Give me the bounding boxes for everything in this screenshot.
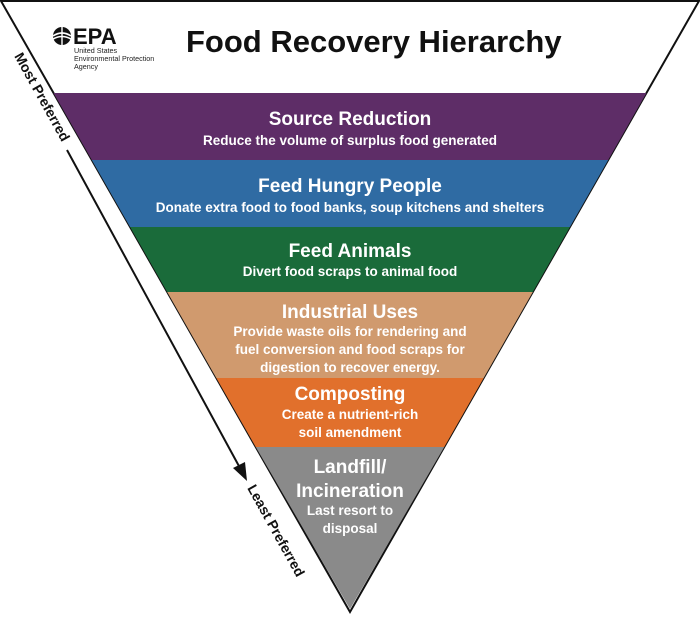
epa-agency-line-1: United States <box>74 46 118 55</box>
level-description-composting: soil amendment <box>299 425 402 440</box>
preference-arrow <box>66 149 247 481</box>
epa-agency-line-2: Environmental Protection <box>74 54 154 63</box>
level-description-industrial-uses: Provide waste oils for rendering and <box>233 324 466 339</box>
level-title-landfill-incineration: Incineration <box>296 481 404 502</box>
epa-flower-icon <box>52 27 72 45</box>
level-description-feed-animals: Divert food scraps to animal food <box>243 264 458 279</box>
page-title: Food Recovery Hierarchy <box>186 24 562 59</box>
epa-logo-name: EPA <box>73 24 117 49</box>
level-title-feed-hungry-people: Feed Hungry People <box>258 176 442 197</box>
level-description-source-reduction: Reduce the volume of surplus food genera… <box>203 133 497 148</box>
level-band-industrial-uses <box>167 292 533 378</box>
level-band-feed-hungry-people <box>91 160 609 227</box>
level-title-industrial-uses: Industrial Uses <box>282 302 418 323</box>
level-band-composting <box>216 378 484 447</box>
preference-arrow-line <box>66 149 241 469</box>
level-title-source-reduction: Source Reduction <box>269 109 432 130</box>
epa-agency-line-3: Agency <box>74 62 98 71</box>
level-description-feed-hungry-people: Donate extra food to food banks, soup ki… <box>156 200 545 215</box>
level-title-composting: Composting <box>295 384 406 405</box>
level-title-landfill-incineration: Landfill/ <box>314 457 388 478</box>
level-band-feed-animals <box>130 227 570 292</box>
level-description-industrial-uses: fuel conversion and food scraps for <box>235 342 465 357</box>
level-band-source-reduction <box>53 93 647 160</box>
level-description-landfill-incineration: disposal <box>323 521 378 536</box>
level-band-landfill-incineration <box>255 447 445 609</box>
level-description-industrial-uses: digestion to recover energy. <box>260 360 440 375</box>
level-description-composting: Create a nutrient-rich <box>282 407 419 422</box>
level-title-feed-animals: Feed Animals <box>289 241 412 262</box>
preference-arrowhead-icon <box>233 462 247 481</box>
epa-logo: EPA United States Environmental Protecti… <box>52 24 154 71</box>
level-description-landfill-incineration: Last resort to <box>307 503 393 518</box>
